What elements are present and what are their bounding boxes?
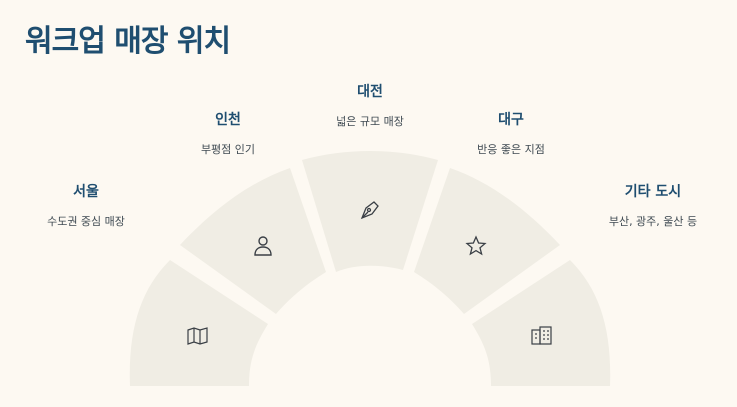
- location-label-incheon: 인천 부평점 인기: [148, 109, 308, 157]
- segment-others[interactable]: [472, 260, 611, 386]
- location-label-others: 기타 도시 부산, 광주, 울산 등: [573, 181, 733, 229]
- location-label-seoul: 서울 수도권 중심 매장: [6, 181, 166, 229]
- segment-seoul[interactable]: [129, 260, 268, 386]
- buildings-icon: [531, 326, 552, 345]
- location-desc: 넓은 규모 매장: [336, 115, 404, 128]
- location-name: 서울: [73, 184, 99, 200]
- location-name: 기타 도시: [624, 184, 682, 200]
- page-title: 워크업 매장 위치: [25, 24, 231, 59]
- pen-icon: [360, 201, 379, 220]
- segment-incheon[interactable]: [180, 168, 326, 314]
- user-icon: [254, 236, 272, 256]
- star-icon: [465, 235, 487, 256]
- location-label-daegu: 대구 반응 좋은 지점: [431, 109, 591, 157]
- location-desc: 부산, 광주, 울산 등: [608, 215, 698, 228]
- location-desc: 반응 좋은 지점: [477, 143, 545, 156]
- map-icon: [187, 327, 208, 345]
- location-desc: 부평점 인기: [200, 143, 256, 156]
- location-name: 대전: [357, 84, 383, 100]
- location-name: 대구: [498, 112, 524, 128]
- location-label-daejeon: 대전 넓은 규모 매장: [290, 81, 450, 129]
- segment-daegu[interactable]: [414, 168, 560, 314]
- location-desc: 수도권 중심 매장: [47, 215, 125, 228]
- location-name: 인천: [215, 112, 241, 128]
